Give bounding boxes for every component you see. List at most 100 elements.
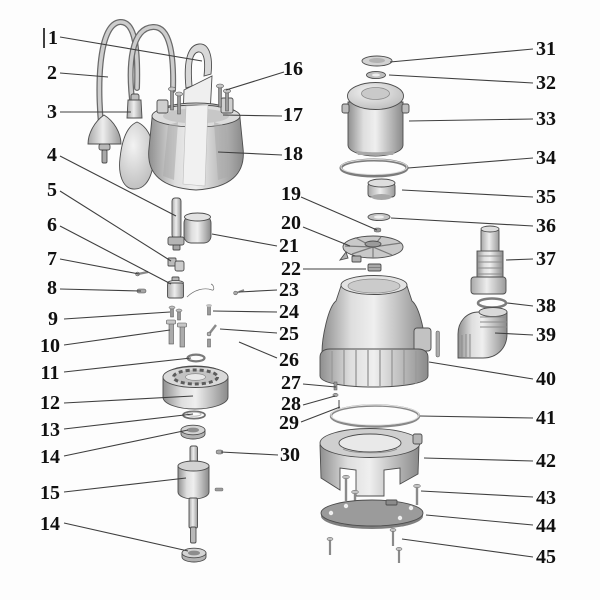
pump-body (319, 275, 440, 388)
part-label-36: 36 (536, 215, 556, 237)
part-label-32: 32 (536, 72, 556, 94)
leader-line-7 (59, 258, 140, 275)
leader-line-27 (302, 383, 337, 388)
part-label-29: 29 (279, 412, 299, 434)
part-callout-34-34: 34 (407, 147, 556, 169)
part-callout-37-37: 37 (505, 248, 556, 270)
part-label-14: 14 (40, 513, 60, 535)
leader-line-39 (494, 332, 534, 336)
leader-line-13 (63, 413, 194, 430)
part-callout-33-33: 33 (408, 108, 556, 130)
leader-line-14 (63, 522, 189, 552)
leader-line-35 (401, 189, 534, 198)
o-ring-38 (476, 297, 508, 309)
part-label-17: 17 (283, 104, 303, 126)
part-callout-17-17: 17 (222, 104, 303, 126)
part-label-37: 37 (536, 248, 556, 270)
leader-line-38 (506, 302, 534, 307)
stator-bolts (166, 319, 187, 348)
part-label-21: 21 (279, 235, 299, 257)
part-callout-13-12: 13 (40, 413, 194, 441)
part-callout-21-21: 21 (211, 233, 299, 257)
rotor (177, 445, 210, 544)
part-label-26: 26 (279, 349, 299, 371)
part-label-12: 12 (40, 392, 60, 414)
leader-line-28 (302, 395, 336, 406)
part-label-16: 16 (283, 58, 303, 80)
leader-line-25 (219, 328, 278, 334)
leader-line-4 (59, 155, 177, 217)
part-label-9: 9 (48, 308, 58, 330)
leader-line-41 (419, 415, 534, 419)
leader-line-44 (425, 514, 534, 526)
tiny-screw-25 (206, 324, 217, 337)
leader-line-15 (63, 477, 187, 493)
leader-line-20 (302, 226, 351, 247)
leader-line-10 (63, 329, 171, 346)
part-label-30: 30 (280, 444, 300, 466)
tiny-screw-24 (206, 304, 212, 316)
tiny-screws-9 (168, 305, 183, 321)
part-label-25: 25 (279, 323, 299, 345)
part-callout-18-18: 18 (217, 143, 303, 165)
part-label-31: 31 (536, 38, 556, 60)
leader-line-26 (238, 341, 278, 359)
plug-35 (367, 178, 396, 200)
part-callout-6-5: 6 (47, 214, 172, 285)
part-label-6: 6 (47, 214, 57, 236)
o-ring-41 (329, 404, 421, 428)
part-label-35: 35 (536, 186, 556, 208)
part-label-33: 33 (536, 108, 556, 130)
leader-line-40 (428, 361, 534, 380)
part-label-42: 42 (536, 450, 556, 472)
housing-screws (168, 83, 231, 115)
part-callout-2-1: 2 (47, 62, 109, 84)
leader-line-31 (389, 48, 534, 63)
leader-line-14 (63, 429, 189, 457)
part-callout-3-2: 3 (47, 101, 131, 123)
part-callout-11-10: 11 (41, 357, 192, 384)
bearing-upper (180, 424, 206, 440)
part-label-23: 23 (279, 279, 299, 301)
part-callout-25-25: 25 (219, 323, 299, 345)
tiny-pin-26 (207, 338, 211, 348)
part-label-4: 4 (47, 144, 57, 166)
part-callout-4-3: 4 (47, 144, 177, 217)
part-label-40: 40 (536, 368, 556, 390)
float-switch (119, 93, 155, 190)
leader-line-18 (217, 151, 283, 156)
micro-switch-part (167, 257, 185, 272)
part-callout-19-19: 19 (281, 183, 378, 231)
washer-32 (366, 70, 386, 80)
bearing-lower (181, 547, 207, 563)
part-callout-42-42: 42 (423, 450, 556, 472)
hose-adapter (470, 225, 507, 295)
leader-line-33 (408, 118, 534, 122)
part-callout-22-22: 22 (281, 258, 366, 280)
part-label-8: 8 (47, 277, 57, 299)
leader-line-34 (407, 157, 534, 169)
leader-line-45 (401, 538, 534, 558)
leader-line-29 (300, 406, 341, 423)
part-callout-36-36: 36 (390, 215, 556, 237)
screws-45 (326, 528, 403, 563)
part-label-28: 28 (281, 393, 301, 415)
part-callout-45-45: 45 (401, 538, 556, 568)
leader-line-21 (211, 233, 278, 247)
part-label-5: 5 (47, 179, 57, 201)
part-label-10: 10 (40, 335, 60, 357)
part-label-2: 2 (47, 62, 57, 84)
part-callout-28-28: 28 (281, 393, 336, 415)
o-ring-34 (339, 158, 409, 178)
base-plate (320, 499, 424, 529)
leader-line-42 (423, 457, 534, 462)
part-callout-23-23: 23 (238, 279, 299, 301)
part-label-7: 7 (47, 248, 57, 270)
leader-line-32 (388, 74, 534, 84)
leader-line-36 (390, 217, 534, 227)
part-label-19: 19 (281, 183, 301, 205)
part-callout-27-27: 27 (281, 372, 337, 394)
part-callout-29-29: 29 (279, 406, 341, 434)
part-callout-44-44: 44 (425, 514, 556, 537)
part-label-14: 14 (40, 446, 60, 468)
